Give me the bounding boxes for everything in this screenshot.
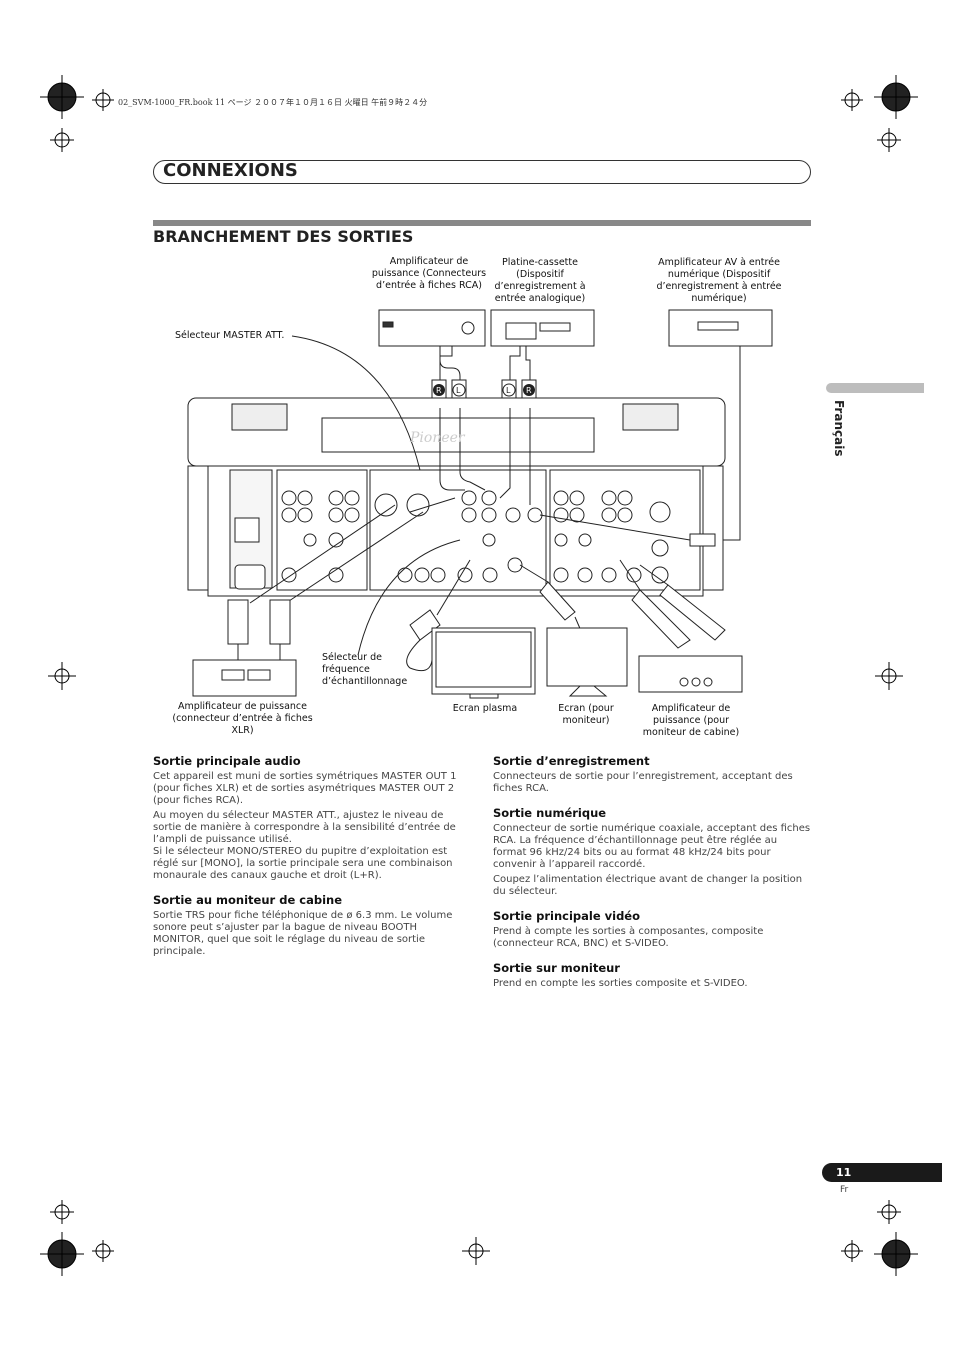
label-sample-rate: Sélecteur de fréquence d’échantillonnage — [322, 652, 408, 687]
page-number-badge — [822, 1163, 942, 1182]
block-paragraph: Prend en compte les sorties composite et… — [493, 978, 748, 989]
label-master-att: Sélecteur MASTER ATT. — [175, 330, 285, 341]
label-monitor: Ecran (pour moniteur) — [558, 703, 614, 726]
label-plasma: Ecran plasma — [452, 703, 518, 714]
booth-amp-device — [638, 655, 743, 693]
cassette-device — [490, 309, 595, 347]
text-block: Sortie sur moniteur Prend en compte les … — [493, 962, 811, 990]
monitor-screen — [546, 627, 628, 687]
section-title: Connexions — [163, 160, 298, 181]
block-heading: Sortie d’enregistrement — [493, 754, 650, 768]
amp-rca-device — [378, 309, 486, 347]
text-block: Sortie numérique Connecteur de sortie nu… — [493, 807, 811, 898]
plug-right-mark: R — [526, 386, 532, 395]
block-heading: Sortie numérique — [493, 806, 607, 820]
block-heading: Sortie au moniteur de cabine — [153, 893, 342, 907]
plug-left-mark: L — [456, 386, 461, 395]
left-text-column: Sortie principale audio Cet appareil est… — [153, 755, 471, 970]
language-tab — [826, 383, 924, 393]
block-heading: Sortie principale audio — [153, 754, 301, 768]
block-paragraph: Coupez l’alimentation électrique avant d… — [493, 874, 803, 897]
label-amp-xlr: Amplificateur de puissance (connecteur d… — [172, 701, 313, 736]
block-paragraph: Cet appareil est muni de sorties symétri… — [153, 771, 457, 806]
label-booth-amp: Amplificateur de puissance (pour moniteu… — [642, 703, 740, 738]
plug-right-mark: R — [436, 386, 442, 395]
plug-left-mark: L — [506, 386, 511, 395]
print-info-line: 02_SVM-1000_FR.book 11 ページ ２００７年１０月１６日 火… — [118, 98, 428, 107]
page-language: Fr — [840, 1185, 849, 1195]
av-amp-device — [668, 309, 773, 347]
connection-diagram: R L L R Pioneer — [187, 309, 773, 699]
block-paragraph: Connecteurs de sortie pour l’enregistrem… — [493, 771, 793, 794]
section-header-bar — [153, 160, 811, 184]
label-cassette: Platine-cassette (Dispositif d’enregistr… — [494, 257, 586, 304]
text-block: Sortie principale audio Cet appareil est… — [153, 755, 471, 882]
block-paragraph: Si le sélecteur MONO/STEREO du pupitre d… — [153, 846, 453, 881]
text-block: Sortie d’enregistrement Connecteurs de s… — [493, 755, 811, 795]
page-number: 11 — [836, 1166, 852, 1179]
text-block: Sortie principale vidéo Prend à compte l… — [493, 910, 811, 950]
block-paragraph: Prend à compte les sorties à composantes… — [493, 926, 764, 949]
block-paragraph: Connecteur de sortie numérique coaxiale,… — [493, 823, 811, 870]
block-paragraph: Au moyen du sélecteur MASTER ATT., ajust… — [153, 810, 456, 845]
label-amp-rca: Amplificateur de puissance (Connecteurs … — [371, 256, 487, 291]
brand-logo-text: Pioneer — [409, 430, 466, 446]
block-heading: Sortie principale vidéo — [493, 909, 640, 923]
subsection-title: Branchement des sorties — [153, 227, 414, 246]
block-heading: Sortie sur moniteur — [493, 961, 620, 975]
right-text-column: Sortie d’enregistrement Connecteurs de s… — [493, 755, 811, 1002]
label-av-amp: Amplificateur AV à entrée numérique (Dis… — [656, 257, 782, 304]
subsection-rule — [153, 220, 811, 226]
language-label: Français — [832, 400, 846, 457]
block-paragraph: Sortie TRS pour fiche téléphonique de ø … — [153, 910, 453, 957]
text-block: Sortie au moniteur de cabine Sortie TRS … — [153, 894, 471, 958]
